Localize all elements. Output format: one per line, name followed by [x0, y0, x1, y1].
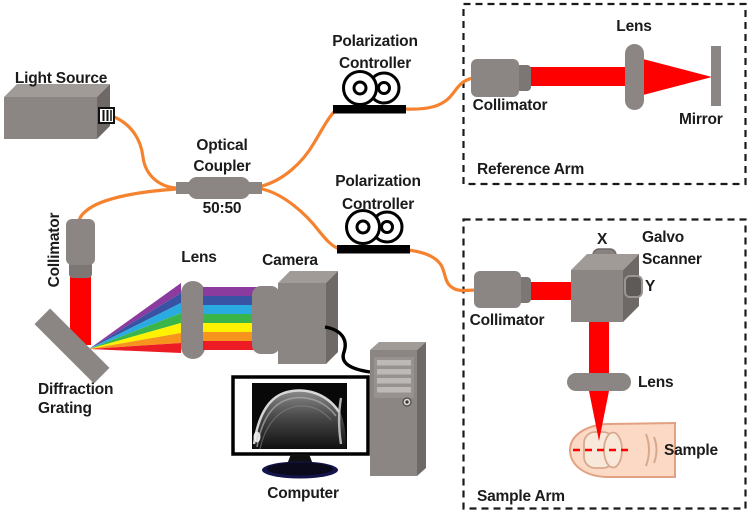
reference-lens-device	[625, 44, 644, 110]
galvo-x-label: X	[597, 231, 608, 248]
rainbow-fan	[89, 283, 181, 353]
sample-beam-horizontal	[529, 282, 609, 374]
sample-label: Sample	[664, 442, 718, 459]
diffraction-grating-label-line2: Grating	[38, 400, 92, 417]
fiber-links	[77, 76, 480, 293]
light-source-label: Light Source	[14, 70, 108, 87]
sample-lens-device	[567, 373, 631, 391]
reference-arm-box	[462, 2, 747, 186]
galvo-y-label: Y	[645, 278, 656, 295]
fiber-source-to-coupler	[110, 114, 179, 190]
galvo-scanner-device	[571, 248, 643, 322]
fiber-coupler-to-spectrometer	[77, 187, 179, 226]
reference-collimator-device	[471, 59, 531, 97]
fiber-port-icon	[98, 107, 115, 124]
coupler-ratio-label: 50:50	[202, 200, 242, 217]
reference-collimator-label: Collimator	[472, 97, 548, 114]
pc-top-label-line1: Polarization	[332, 33, 418, 50]
mirror-device	[711, 46, 721, 106]
reference-lens-label: Lens	[616, 18, 652, 35]
camera-cable	[324, 325, 371, 374]
fiber-coupler-to-pc-bottom	[260, 187, 341, 251]
light-source-device	[4, 84, 115, 139]
mirror-label: Mirror	[679, 111, 723, 128]
sample-lens-label: Lens	[638, 374, 674, 391]
sample-arm-box	[462, 218, 747, 510]
galvo-label-line2: Scanner	[642, 251, 702, 268]
computer-monitor	[231, 375, 370, 479]
optical-coupler-label-line1: Optical	[196, 137, 248, 154]
sample-arm-title: Sample Arm	[477, 488, 565, 505]
sample-focus-beam	[589, 391, 609, 441]
fiber-pc-bottom-to-sample	[406, 248, 480, 293]
polarization-controller-bottom-device	[337, 209, 410, 254]
fiber-coupler-to-pc-top	[260, 107, 339, 188]
rainbow-collimated	[203, 287, 260, 350]
sample-collimator-device	[474, 271, 531, 308]
galvo-y-knob	[624, 275, 643, 298]
optical-coupler-label-line2: Coupler	[193, 158, 251, 175]
spectrometer-lens-label: Lens	[181, 249, 217, 266]
reference-arm-title: Reference Arm	[477, 161, 585, 178]
spectrometer-collimator-label: Collimator	[46, 212, 63, 288]
camera-label: Camera	[262, 252, 318, 269]
reference-beam	[529, 59, 712, 95]
galvo-label-line1: Galvo	[642, 229, 685, 246]
optical-coupler-device	[176, 177, 262, 199]
pc-bottom-label-line1: Polarization	[335, 173, 421, 190]
polarization-controller-top-device	[333, 70, 406, 114]
pc-bottom-label-line2: Controller	[341, 196, 415, 213]
spectrometer-lens-device	[181, 281, 205, 359]
camera-device	[252, 271, 338, 364]
fiber-pc-top-to-reference	[403, 76, 475, 111]
spectrometer-collimator-device	[66, 219, 95, 345]
computer-label: Computer	[267, 485, 339, 502]
pc-top-label-line2: Controller	[338, 55, 412, 72]
diffraction-grating-label-line1: Diffraction	[38, 381, 114, 398]
sample-collimator-label: Collimator	[469, 312, 545, 329]
diffraction-grating-device	[34, 308, 110, 384]
computer-tower	[370, 342, 426, 476]
